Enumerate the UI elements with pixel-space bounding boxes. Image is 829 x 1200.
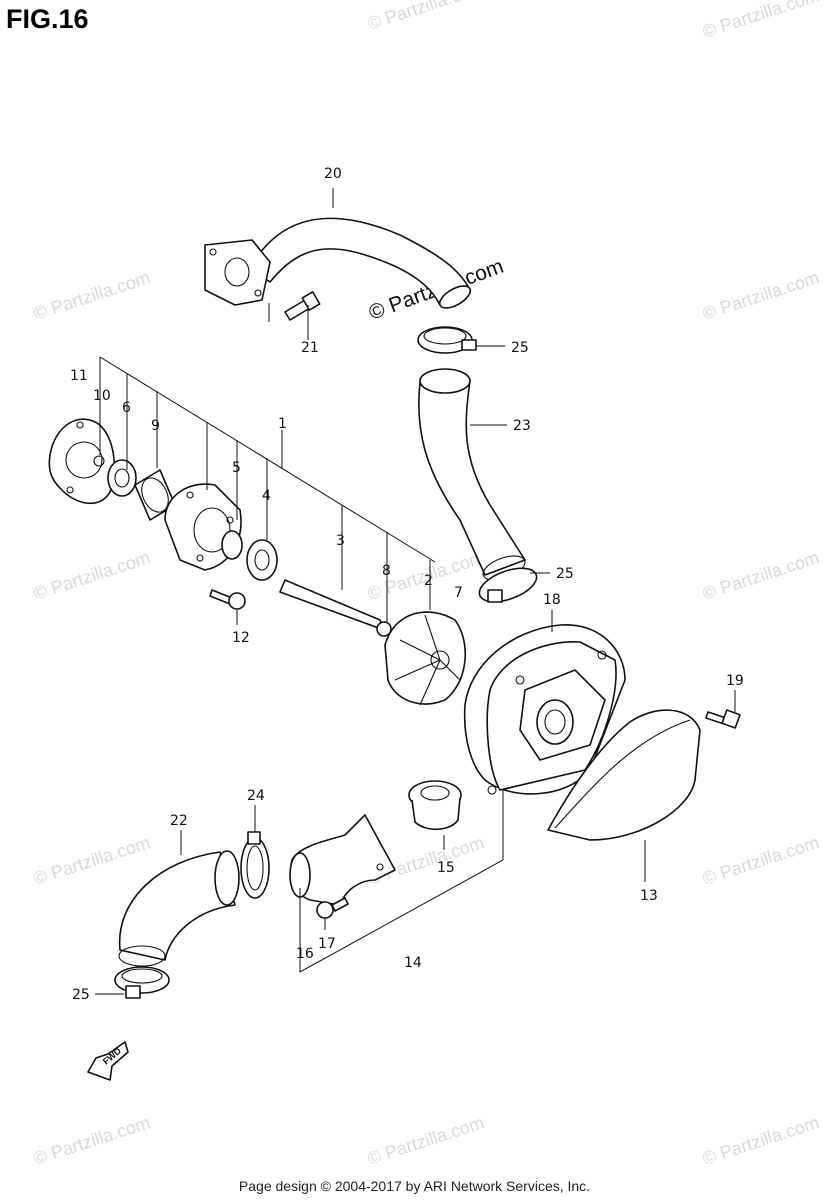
callout-16: 16 bbox=[296, 946, 314, 962]
callout-15: 15 bbox=[437, 860, 455, 876]
part-14-elbow-fitting bbox=[289, 814, 396, 906]
watermark-tile: © Partzilla.com bbox=[31, 547, 153, 604]
part-13-shroud bbox=[547, 709, 701, 841]
watermark-tile: © Partzilla.com bbox=[700, 0, 822, 42]
callout-4: 4 bbox=[262, 488, 271, 504]
watermark-tile: © Partzilla.com bbox=[700, 832, 822, 889]
part-19-bolt bbox=[705, 709, 741, 729]
callout-25-bottom: 25 bbox=[72, 987, 90, 1003]
part-25-clamp-middle bbox=[478, 567, 538, 603]
watermark-tile: © Partzilla.com bbox=[31, 267, 153, 324]
callout-7: 7 bbox=[454, 585, 463, 601]
callout-18: 18 bbox=[543, 592, 561, 608]
callout-9: 9 bbox=[151, 418, 160, 434]
footer-copyright: Page design © 2004-2017 by ARI Network S… bbox=[238, 1178, 591, 1194]
part-12-screw bbox=[209, 589, 246, 610]
leader-lines bbox=[95, 188, 736, 995]
watermark-tile: © Partzilla.com bbox=[31, 832, 153, 889]
part-11-gasket bbox=[48, 418, 116, 505]
watermark-tile: © Partzilla.com bbox=[700, 547, 822, 604]
callout-17: 17 bbox=[318, 936, 336, 952]
watermark-tile: © Partzilla.com bbox=[365, 0, 487, 34]
part-15-thermostat bbox=[408, 780, 462, 831]
callout-2: 2 bbox=[424, 573, 433, 589]
callout-6: 6 bbox=[122, 400, 131, 416]
part-25-clamp-bottom bbox=[114, 966, 170, 999]
part-21-bolt bbox=[284, 291, 321, 321]
part-3-shaft bbox=[279, 579, 392, 637]
watermark-tile: © Partzilla.com bbox=[365, 1112, 487, 1169]
callout-10: 10 bbox=[93, 388, 111, 404]
callout-11: 11 bbox=[70, 368, 88, 384]
part-24-clamp bbox=[240, 831, 270, 899]
callout-12: 12 bbox=[232, 630, 250, 646]
callout-14: 14 bbox=[404, 955, 422, 971]
watermark-tile: © Partzilla.com bbox=[31, 1112, 153, 1169]
callout-22: 22 bbox=[170, 813, 188, 829]
part-23-hose bbox=[417, 368, 526, 581]
callout-labels: 1 2 3 4 5 6 7 8 9 10 11 12 13 14 15 16 1… bbox=[70, 166, 744, 1003]
fwd-arrow-icon: FWD bbox=[87, 1041, 129, 1081]
watermark-tile: © Partzilla.com bbox=[700, 267, 822, 324]
figure-title: FIG.16 bbox=[6, 4, 89, 34]
part-pump-housing bbox=[164, 483, 278, 581]
callout-8: 8 bbox=[382, 563, 391, 579]
callout-25-middle: 25 bbox=[556, 566, 574, 582]
callout-20: 20 bbox=[324, 166, 342, 182]
callout-23: 23 bbox=[513, 418, 531, 434]
callout-25-top: 25 bbox=[511, 340, 529, 356]
callout-1: 1 bbox=[278, 416, 287, 432]
part-20-upper-pipe bbox=[204, 217, 472, 309]
part-2-impeller bbox=[384, 611, 466, 706]
callout-5: 5 bbox=[232, 460, 241, 476]
part-6-bearing bbox=[107, 459, 137, 497]
watermark-tile: © Partzilla.com bbox=[700, 1112, 822, 1169]
part-22-lower-hose bbox=[118, 850, 240, 967]
part-cover-body bbox=[486, 641, 617, 795]
callout-13: 13 bbox=[640, 888, 658, 904]
callout-21: 21 bbox=[301, 340, 319, 356]
callout-3: 3 bbox=[336, 533, 345, 549]
part-25-clamp-top bbox=[417, 326, 477, 354]
callout-19: 19 bbox=[726, 673, 744, 689]
callout-24: 24 bbox=[247, 788, 265, 804]
